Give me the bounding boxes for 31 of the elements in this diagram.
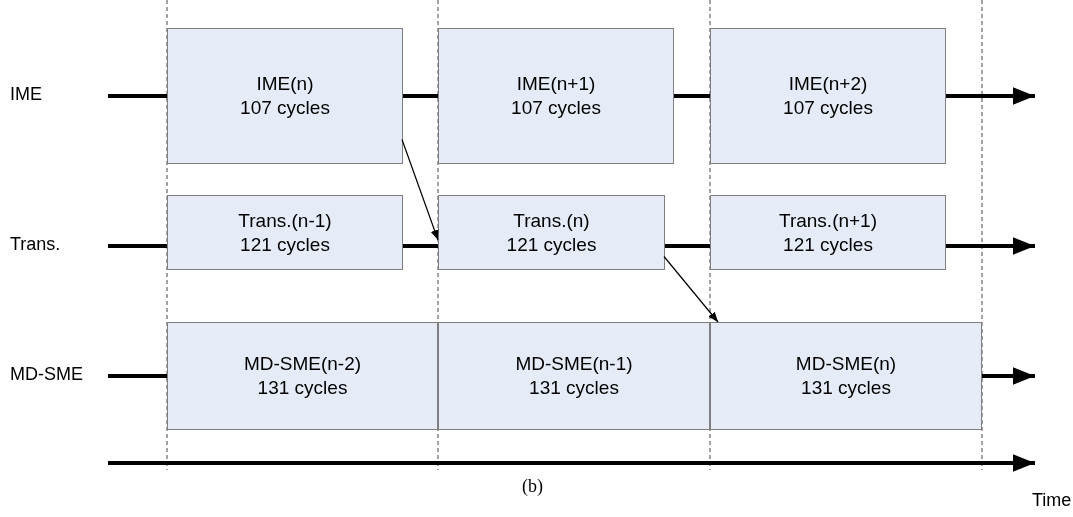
box-text: 131 cycles: [257, 376, 348, 400]
arrow: [663, 255, 719, 323]
process-box: [710, 195, 946, 270]
process-box: [167, 195, 403, 270]
figure-label: (b): [522, 476, 543, 497]
process-box: [167, 28, 403, 164]
arrow: [401, 138, 439, 241]
process-box: [438, 195, 665, 270]
box-text: 107 cycles: [511, 96, 601, 120]
box-text: MD-SME(n-2): [243, 352, 362, 376]
box-text: IME(n): [256, 72, 314, 96]
box-text: Trans.(n+1): [779, 208, 877, 233]
process-box: [710, 322, 982, 430]
box-text: 121 cycles: [240, 232, 330, 257]
process-box: [438, 322, 710, 430]
box-text: MD-SME(n-1): [515, 352, 633, 376]
process-box: [167, 322, 438, 430]
box-text: MD-SME(n): [795, 352, 897, 376]
box-text: 121 cycles: [506, 232, 597, 257]
box-text: IME(n+2): [788, 72, 868, 96]
process-box: [710, 28, 946, 164]
box-text: 131 cycles: [529, 376, 619, 400]
process-box: [438, 28, 674, 164]
box-text: IME(n+1): [516, 72, 596, 96]
axis-label: Time: [1032, 490, 1072, 511]
box-text: 131 cycles: [801, 376, 891, 400]
box-text: Trans.(n): [513, 208, 590, 233]
box-text: 107 cycles: [783, 96, 873, 120]
box-text: Trans.(n-1): [238, 208, 332, 233]
box-text: 121 cycles: [783, 232, 873, 257]
box-text: 107 cycles: [240, 96, 330, 120]
